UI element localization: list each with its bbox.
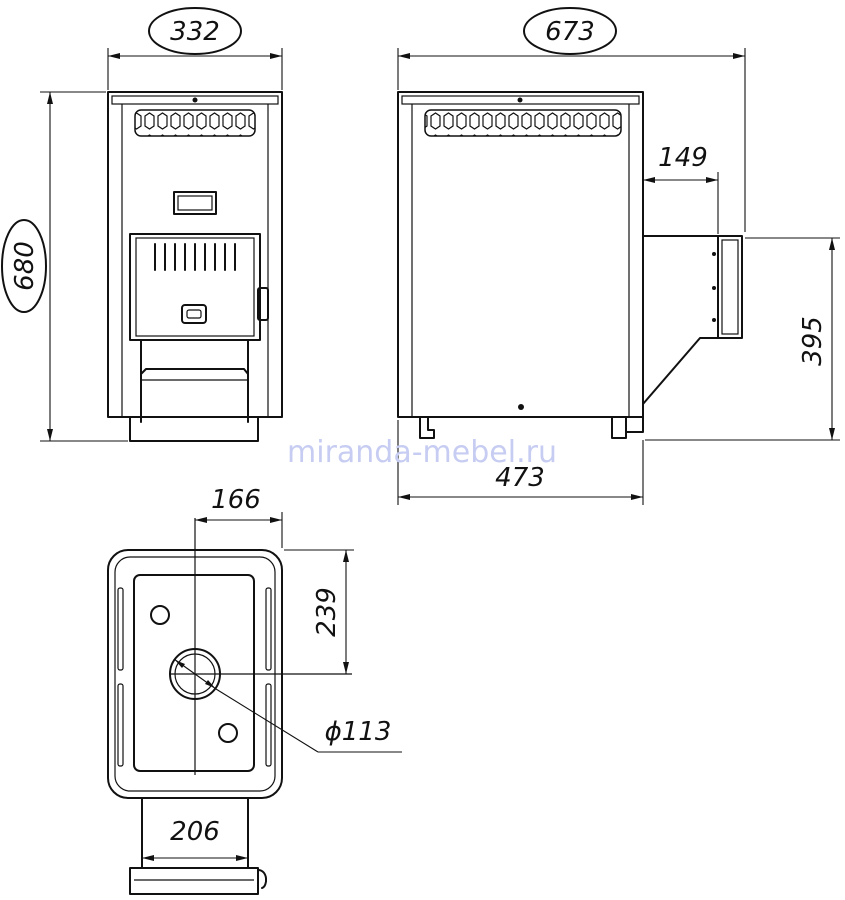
dim-top-offset-label: 166 [211, 485, 261, 515]
side-view [397, 91, 743, 439]
front-vent [134, 109, 256, 137]
top-view: ϕ113 [107, 518, 402, 895]
dim-depth-label: 673 [545, 17, 595, 47]
dim-body-depth-label: 473 [495, 463, 545, 493]
front-view [107, 91, 283, 442]
dim-pipe-offset-label: 149 [658, 143, 708, 173]
watermark: miranda-mebel.ru [287, 435, 557, 470]
dim-width-label: 332 [170, 17, 220, 47]
dimension-height: 680 [1, 91, 128, 442]
dimension-pipe-offset: 149 [643, 143, 719, 234]
dimension-top-offset: 166 [195, 485, 283, 548]
name-plate [173, 191, 217, 215]
side-vent [424, 109, 622, 137]
dimension-depth: 673 [397, 7, 746, 232]
dimension-width: 332 [107, 7, 283, 90]
fire-door [129, 233, 269, 341]
dimension-pipe-height: 395 [645, 237, 840, 441]
chimney-pipe-top: ϕ113 [169, 648, 402, 753]
dim-height-label: 680 [10, 241, 40, 291]
chimney-connection [625, 235, 743, 433]
dim-pipe-height-label: 395 [798, 316, 828, 366]
firebox-extension [129, 797, 268, 895]
dimension-firebox-width: 206 [142, 817, 248, 861]
ash-drawer [129, 339, 259, 442]
dimension-top-hole: 239 [284, 549, 354, 674]
dim-firebox-width-label: 206 [170, 817, 220, 847]
dimension-body-depth: 473 [397, 420, 644, 505]
dim-pipe-diameter-label: ϕ113 [325, 717, 392, 747]
dim-top-hole-label: 239 [312, 587, 342, 637]
